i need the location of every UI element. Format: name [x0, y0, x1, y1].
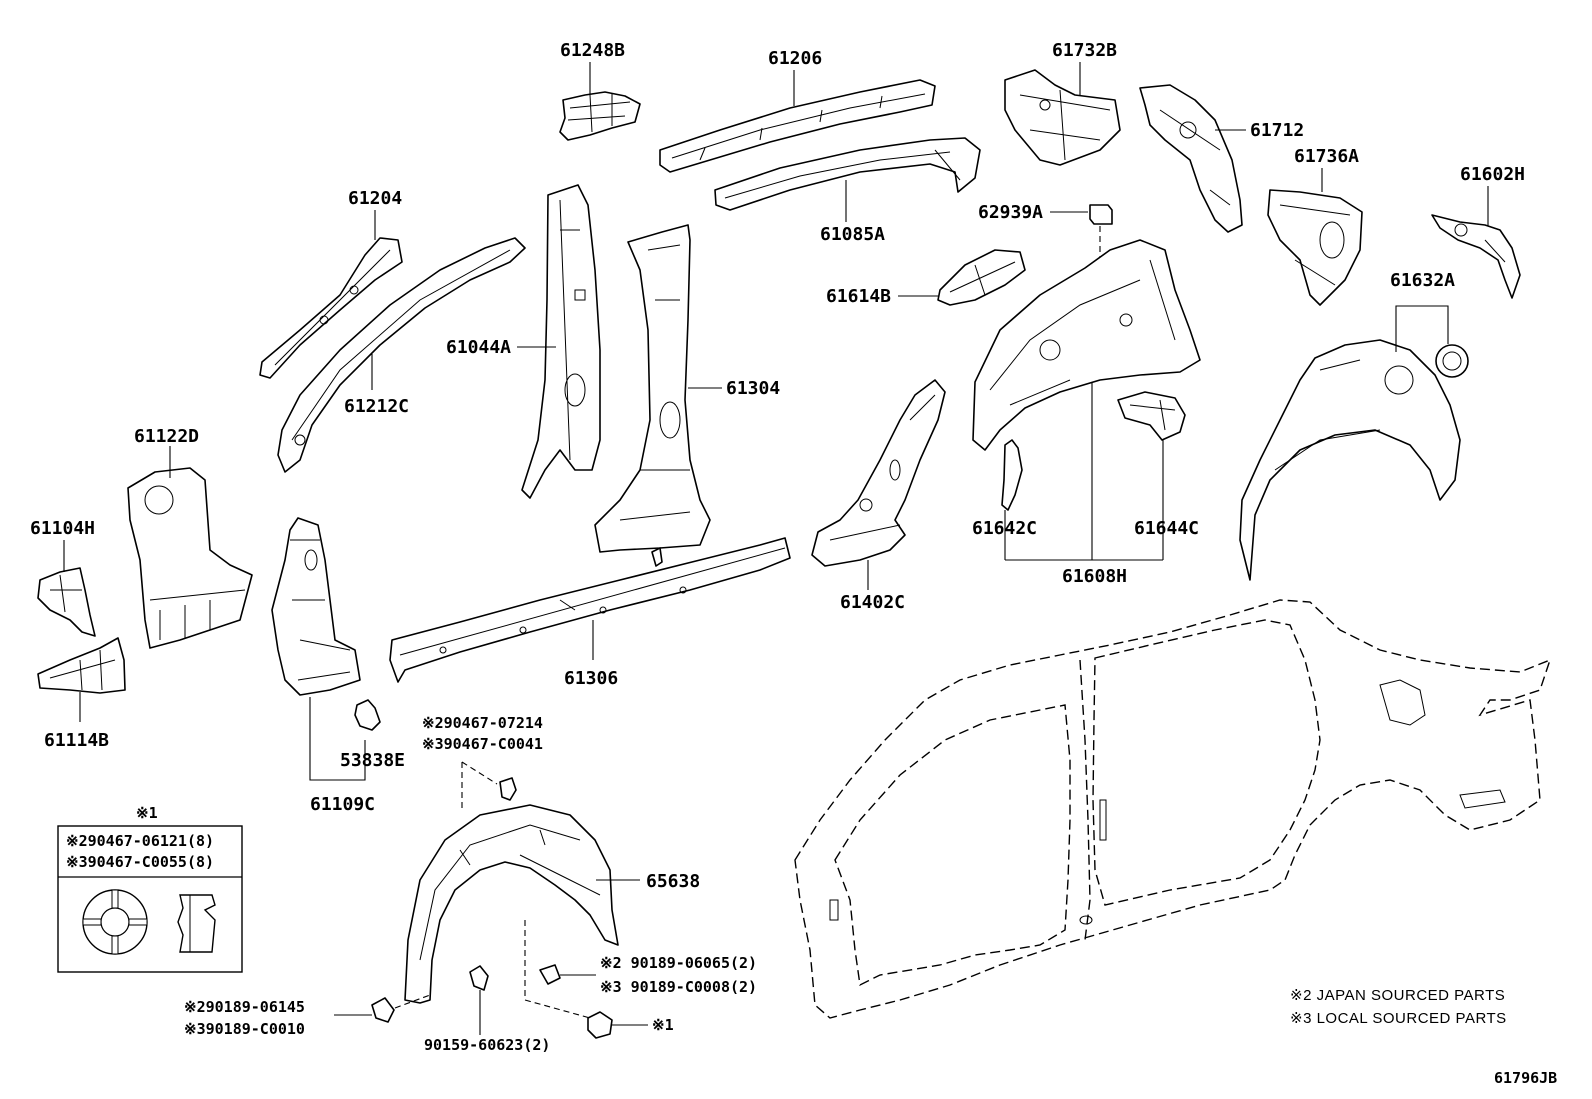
screw-90189-06065[interactable]: [524, 920, 596, 1000]
label-61632A: 61632A: [1390, 270, 1455, 291]
label-61304: 61304: [726, 378, 780, 399]
part-61644C[interactable]: [1117, 391, 1186, 560]
label-61712: 61712: [1250, 120, 1304, 141]
part-61248B[interactable]: [559, 62, 641, 141]
part-61608H[interactable]: [972, 239, 1201, 561]
label-61602H: 61602H: [1460, 164, 1525, 185]
part-61602H[interactable]: [1431, 186, 1521, 299]
fastener-top-3: ※390467-C0041: [422, 735, 543, 753]
nut-90467-clip[interactable]: [524, 999, 648, 1039]
diagram-code: 61796JB: [1494, 1069, 1557, 1087]
part-61104H[interactable]: [37, 540, 96, 637]
fastener-left-3: ※390189-C0010: [184, 1020, 305, 1038]
screw-90159-60623[interactable]: [469, 965, 489, 1035]
label-61212C: 61212C: [344, 396, 409, 417]
part-61206[interactable]: [659, 70, 936, 173]
part-61614B[interactable]: [898, 249, 1026, 306]
part-62939A[interactable]: [1050, 204, 1113, 262]
part-61306[interactable]: [389, 537, 791, 683]
fastener-top-2: ※290467-07214: [422, 714, 543, 732]
part-61736A[interactable]: [1267, 168, 1363, 306]
fastener-bottom-right: ※1: [652, 1016, 674, 1034]
label-61642C: 61642C: [972, 518, 1037, 539]
label-61306: 61306: [564, 668, 618, 689]
part-61212C[interactable]: [277, 237, 526, 473]
label-61732B: 61732B: [1052, 40, 1117, 61]
screw-90189-06145[interactable]: [334, 994, 431, 1023]
fastener-right-3: ※3 90189-C0008(2): [600, 978, 757, 996]
part-61122D[interactable]: [127, 446, 253, 649]
fastener-right-2: ※2 90189-06065(2): [600, 954, 757, 972]
part-53838E[interactable]: [354, 699, 381, 731]
label-61109C: 61109C: [310, 794, 375, 815]
label-61044A: 61044A: [446, 337, 511, 358]
label-61104H: 61104H: [30, 518, 95, 539]
legend-box: ※1 ※290467-06121(8) ※390467-C0055(8): [57, 804, 243, 973]
part-61114B[interactable]: [37, 637, 126, 722]
label-61736A: 61736A: [1294, 146, 1359, 167]
part-61632A[interactable]: [1239, 305, 1469, 581]
label-61608H: 61608H: [1062, 566, 1127, 587]
label-61114B: 61114B: [44, 730, 109, 751]
label-61614B: 61614B: [826, 286, 891, 307]
legend-box-line1: ※290467-06121(8): [66, 832, 214, 850]
legend-box-title: ※1: [136, 804, 158, 822]
part-65638[interactable]: [404, 804, 640, 1004]
body-side-outline: [794, 599, 1552, 1019]
clip-90467[interactable]: [461, 761, 517, 812]
fastener-left-2: ※290189-06145: [184, 998, 305, 1016]
note-local-sourced: ※3 LOCAL SOURCED PARTS: [1290, 1010, 1507, 1027]
label-53838E: 53838E: [340, 750, 405, 771]
part-61732B[interactable]: [1004, 62, 1121, 166]
legend-box-line2: ※390467-C0055(8): [66, 853, 214, 871]
label-62939A: 62939A: [978, 202, 1043, 223]
label-61085A: 61085A: [820, 224, 885, 245]
label-61204: 61204: [348, 188, 402, 209]
part-61712[interactable]: [1139, 84, 1246, 233]
clip-front-icon: [82, 889, 148, 955]
label-65638: 65638: [646, 871, 700, 892]
part-61402C[interactable]: [811, 379, 946, 590]
part-61304[interactable]: [594, 224, 722, 553]
part-61642C[interactable]: [1001, 439, 1023, 560]
part-61204[interactable]: [259, 210, 403, 379]
part-61044A[interactable]: [517, 184, 601, 499]
note-japan-sourced: ※2 JAPAN SOURCED PARTS: [1290, 987, 1505, 1004]
clip-side-icon: [177, 894, 216, 953]
label-61248B: 61248B: [560, 40, 625, 61]
label-61122D: 61122D: [134, 426, 199, 447]
part-61085A[interactable]: [714, 137, 981, 222]
part-61109C[interactable]: [271, 517, 366, 781]
label-61206: 61206: [768, 48, 822, 69]
fastener-bottom: 90159-60623(2): [424, 1036, 550, 1054]
label-61644C: 61644C: [1134, 518, 1199, 539]
label-61402C: 61402C: [840, 592, 905, 613]
